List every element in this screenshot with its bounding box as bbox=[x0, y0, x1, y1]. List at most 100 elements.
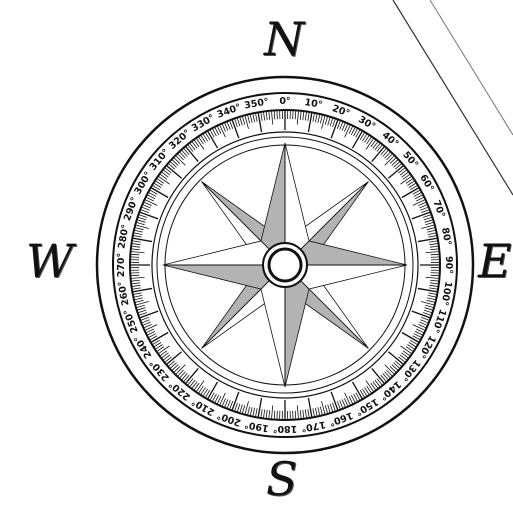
degree-label: 120° bbox=[416, 333, 438, 360]
degree-label: 300° bbox=[132, 170, 154, 197]
tick-mark bbox=[318, 114, 320, 123]
degree-label: 150° bbox=[353, 396, 380, 418]
tick-mark bbox=[240, 117, 243, 126]
tick-mark bbox=[181, 150, 187, 157]
degree-label: 210° bbox=[190, 396, 217, 418]
south-label: S bbox=[266, 456, 298, 502]
tick-mark bbox=[255, 408, 257, 417]
tick-mark bbox=[429, 241, 438, 242]
tick-mark bbox=[208, 131, 218, 148]
tick-mark bbox=[130, 254, 139, 255]
tick-mark bbox=[137, 308, 146, 311]
tick-mark bbox=[261, 409, 262, 418]
tick-mark bbox=[261, 112, 262, 121]
tick-mark bbox=[388, 352, 403, 365]
tick-mark bbox=[375, 380, 381, 387]
tick-mark bbox=[131, 280, 140, 281]
tick-mark bbox=[271, 111, 272, 125]
tick-mark bbox=[393, 363, 400, 369]
tick-mark bbox=[325, 405, 327, 414]
tick-mark bbox=[428, 235, 437, 237]
tick-mark bbox=[266, 111, 267, 120]
tick-mark bbox=[248, 115, 250, 124]
tick-mark bbox=[177, 370, 183, 376]
tick-mark bbox=[427, 230, 436, 232]
degree-label: 140° bbox=[377, 378, 403, 402]
map-edge-line bbox=[430, 0, 513, 135]
tick-mark bbox=[424, 217, 433, 220]
tick-mark bbox=[383, 150, 389, 157]
tick-mark bbox=[425, 277, 439, 278]
tick-mark bbox=[308, 112, 309, 121]
tick-mark bbox=[427, 298, 436, 300]
tick-mark bbox=[253, 408, 255, 417]
tick-mark bbox=[181, 373, 187, 380]
tick-mark bbox=[385, 372, 391, 379]
tick-mark bbox=[185, 146, 198, 161]
tick-mark bbox=[313, 408, 315, 417]
tick-mark bbox=[428, 293, 437, 295]
tick-mark bbox=[131, 283, 140, 284]
tick-mark bbox=[172, 159, 179, 165]
north-label: N bbox=[264, 16, 304, 62]
tick-mark bbox=[295, 411, 296, 420]
degree-label: 350° bbox=[244, 96, 270, 111]
tick-mark bbox=[297, 111, 298, 125]
tick-mark bbox=[145, 199, 158, 205]
tick-mark bbox=[255, 113, 257, 122]
tick-mark bbox=[429, 288, 438, 289]
tick-mark bbox=[163, 170, 170, 176]
degree-label: 280° bbox=[116, 224, 131, 250]
tick-mark bbox=[431, 254, 440, 255]
tick-mark bbox=[320, 407, 322, 416]
degree-label: 10° bbox=[304, 97, 324, 111]
tick-mark bbox=[393, 161, 400, 167]
tick-mark bbox=[390, 157, 396, 163]
tick-mark bbox=[190, 143, 196, 150]
tick-mark bbox=[266, 410, 267, 419]
tick-mark bbox=[170, 363, 177, 369]
tick-mark bbox=[390, 366, 396, 372]
tick-mark bbox=[130, 275, 139, 276]
degree-label: 240° bbox=[132, 333, 154, 360]
tick-mark bbox=[185, 368, 198, 383]
tick-mark bbox=[134, 230, 143, 232]
tick-mark bbox=[431, 275, 440, 276]
tick-mark bbox=[132, 241, 141, 242]
tick-mark bbox=[400, 170, 407, 176]
tick-mark bbox=[388, 165, 403, 178]
tick-mark bbox=[430, 280, 439, 281]
tick-mark bbox=[250, 407, 252, 416]
tick-mark bbox=[269, 111, 270, 120]
degree-label: 320° bbox=[167, 128, 193, 152]
tick-mark bbox=[133, 295, 142, 297]
east-label: E bbox=[478, 238, 512, 284]
tick-mark bbox=[305, 112, 306, 121]
degree-label: 0° bbox=[279, 96, 290, 107]
tick-mark bbox=[353, 382, 363, 399]
degree-label: 50° bbox=[400, 149, 420, 170]
tick-mark bbox=[300, 410, 301, 419]
tick-mark bbox=[375, 143, 381, 150]
degree-label: 220° bbox=[167, 378, 193, 402]
west-label: W bbox=[26, 238, 73, 284]
tick-mark bbox=[328, 405, 331, 414]
tick-mark bbox=[131, 277, 145, 278]
degree-label: 40° bbox=[380, 130, 401, 150]
tick-mark bbox=[386, 370, 392, 376]
tick-mark bbox=[372, 368, 385, 383]
tick-mark bbox=[138, 310, 147, 313]
tick-mark bbox=[425, 251, 439, 252]
tick-mark bbox=[271, 405, 272, 419]
tick-mark bbox=[237, 118, 240, 127]
tick-mark bbox=[303, 410, 304, 419]
tick-mark bbox=[297, 405, 298, 419]
tick-mark bbox=[428, 295, 437, 297]
tick-mark bbox=[151, 333, 168, 343]
tick-mark bbox=[250, 114, 252, 123]
tick-mark bbox=[430, 249, 439, 250]
tick-mark bbox=[308, 409, 309, 418]
tick-mark bbox=[240, 405, 243, 414]
tick-mark bbox=[208, 382, 218, 399]
